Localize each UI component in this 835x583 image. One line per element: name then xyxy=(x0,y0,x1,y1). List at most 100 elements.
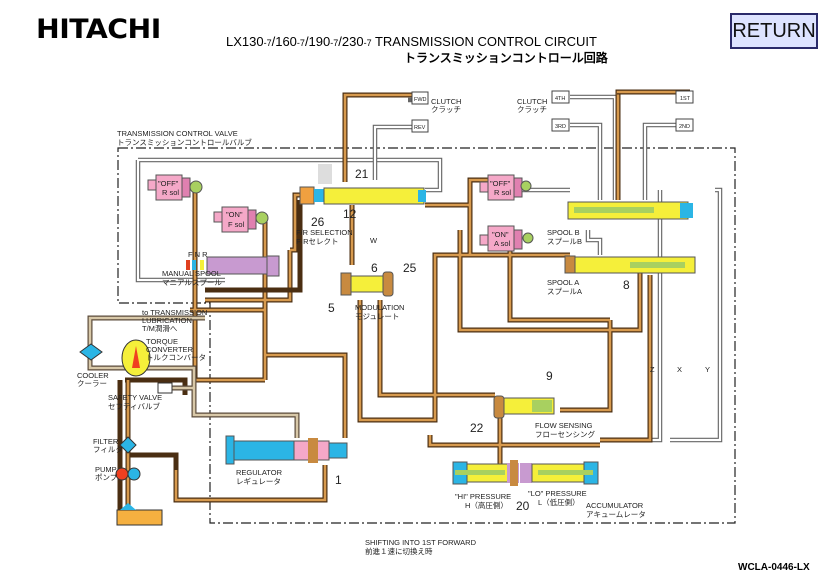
page-title: LX130-7/160-7/190-7/230-7 TRANSMISSION C… xyxy=(226,34,597,49)
lubrication-label-1: to TRANSMISSION xyxy=(142,308,207,317)
modulation-valve xyxy=(340,271,394,297)
pump-gear-right-icon xyxy=(127,467,141,481)
f-solenoid xyxy=(213,206,269,233)
point-w-label: W xyxy=(370,236,378,245)
spool-b-label: SPOOL B xyxy=(547,228,580,237)
f-sol-state: "ON" xyxy=(226,210,243,219)
callout-21: 21 xyxy=(355,167,369,181)
regulator-label: REGULATOR xyxy=(236,468,283,477)
clutch-fwd-box xyxy=(411,91,429,105)
clutch-left-label: CLUTCH xyxy=(431,97,461,106)
pump-gear-left-icon xyxy=(115,467,129,481)
torque-converter-label-1: TORQUE xyxy=(146,337,178,346)
lo-pressure-label: "LO" PRESSURE xyxy=(528,489,587,498)
a-sol-state: "ON" xyxy=(492,230,509,239)
spool-a-label-jp: スプールA xyxy=(547,287,582,296)
clutch-2nd-box xyxy=(675,118,694,132)
spool-a xyxy=(564,255,696,274)
fr-selection-label-jp: F·Rセレクト xyxy=(296,237,339,246)
point-x-label: X xyxy=(677,365,682,374)
hitachi-logo: HITACHI xyxy=(36,14,161,45)
flow-sensing-valve xyxy=(493,395,555,419)
clutch-right-label: CLUTCH xyxy=(517,97,547,106)
a-sol-label: A sol xyxy=(494,239,511,248)
torque-converter-label-2: CONVERTER xyxy=(146,345,194,354)
accumulator xyxy=(452,460,599,486)
pump-label-jp: ポンプ xyxy=(95,473,118,482)
spool-b-label-jp: スプールB xyxy=(547,237,582,246)
safety-valve-label: SAFETY VALVE xyxy=(108,393,162,402)
lubrication-label-jp: T/M潤滑へ xyxy=(142,323,178,333)
filter-icon xyxy=(119,436,137,454)
r-sol-state: "OFF" xyxy=(158,179,179,188)
control-valve-label-jp: トランスミッションコントロールバルブ xyxy=(117,137,252,147)
modulation-label: MODULATION xyxy=(355,303,404,312)
accumulator-label-jp: アキュームレータ xyxy=(586,510,646,519)
clutch-4th-label: 4TH xyxy=(555,96,565,102)
clutch-left-label-jp: クラッチ xyxy=(431,105,461,114)
clutch-2nd-label: 2ND xyxy=(679,124,690,130)
callout-26: 26 xyxy=(311,215,325,229)
safety-valve-label-jp: セフティバルブ xyxy=(108,401,161,411)
hi-pressure-label: "HI" PRESSURE xyxy=(455,492,511,501)
page-subtitle: トランスミッションコントロール回路 xyxy=(404,51,608,65)
callout-20: 20 xyxy=(516,499,530,513)
spool-b xyxy=(567,201,693,220)
point-z-label: Z xyxy=(650,365,655,374)
modulation-label-jp: モジュレート xyxy=(355,312,399,321)
safety-valve-icon xyxy=(157,382,173,394)
r-solenoid-left xyxy=(147,174,203,201)
fnr-label: F N R xyxy=(188,250,208,259)
callout-12: 12 xyxy=(343,207,357,221)
callout-22: 22 xyxy=(470,421,484,435)
return-button[interactable]: RETURN xyxy=(730,13,818,49)
callout-6: 6 xyxy=(371,261,378,275)
clutch-3rd-label: 3RD xyxy=(555,124,566,130)
clutch-3rd-box xyxy=(551,118,570,132)
clutch-4th-box xyxy=(551,90,570,104)
callout-9: 9 xyxy=(546,369,553,383)
control-valve-label: TRANSMISSION CONTROL VALVE xyxy=(117,129,238,138)
hi-pressure-label-jp: H（高圧側） xyxy=(465,500,508,510)
lubrication-label-2: LUBRICATION xyxy=(142,316,192,325)
r-solenoid-right xyxy=(479,174,532,201)
strainer-icon xyxy=(120,503,136,510)
clutch-right-label-jp: クラッチ xyxy=(517,105,547,114)
callout-8: 8 xyxy=(623,278,630,292)
torque-converter-label-jp: トルクコンバータ xyxy=(146,353,206,362)
clutch-rev-box xyxy=(411,119,429,133)
caption: SHIFTING INTO 1ST FORWARD xyxy=(365,538,477,547)
point-y-label: Y xyxy=(705,365,710,374)
fr-selection-label: F/R SELECTION xyxy=(296,228,353,237)
tank xyxy=(116,509,163,526)
clutch-fwd-label: FWD xyxy=(414,97,427,103)
manual-spool-label: MANUAL SPOOL xyxy=(162,269,221,278)
fr-selection-valve xyxy=(299,164,426,205)
accumulator-label: ACCUMULATOR xyxy=(586,501,644,510)
clutch-ports: FWD REV 4TH 3RD 1ST 2ND xyxy=(411,90,694,133)
control-valve-boundary xyxy=(117,147,736,524)
cooler-icon xyxy=(79,343,103,361)
f-sol-label: F sol xyxy=(228,220,245,229)
torque-converter-impeller xyxy=(132,346,140,368)
callout-5: 5 xyxy=(328,301,335,315)
r-sol2-label: R sol xyxy=(494,188,511,197)
callout-25: 25 xyxy=(403,261,417,275)
cooler-label-jp: クーラー xyxy=(77,379,107,388)
flow-sensing-label: FLOW SENSING xyxy=(535,421,593,430)
r-sol2-state: "OFF" xyxy=(490,179,511,188)
manual-spool xyxy=(186,255,280,277)
a-solenoid xyxy=(479,225,534,252)
filter-label: FILTER xyxy=(93,437,119,446)
manual-spool-label-jp: マニアルスプール xyxy=(162,278,222,287)
callout-1: 1 xyxy=(335,473,342,487)
pump-label: PUMP xyxy=(95,465,117,474)
r-sol-label: R sol xyxy=(162,188,179,197)
clutch-1st-box xyxy=(675,90,694,104)
clutch-1st-label: 1ST xyxy=(680,96,691,102)
clutch-rev-label: REV xyxy=(414,125,426,131)
caption-jp: 前進１速に切換え時 xyxy=(365,546,433,556)
pressure-oil-lines xyxy=(117,89,690,525)
